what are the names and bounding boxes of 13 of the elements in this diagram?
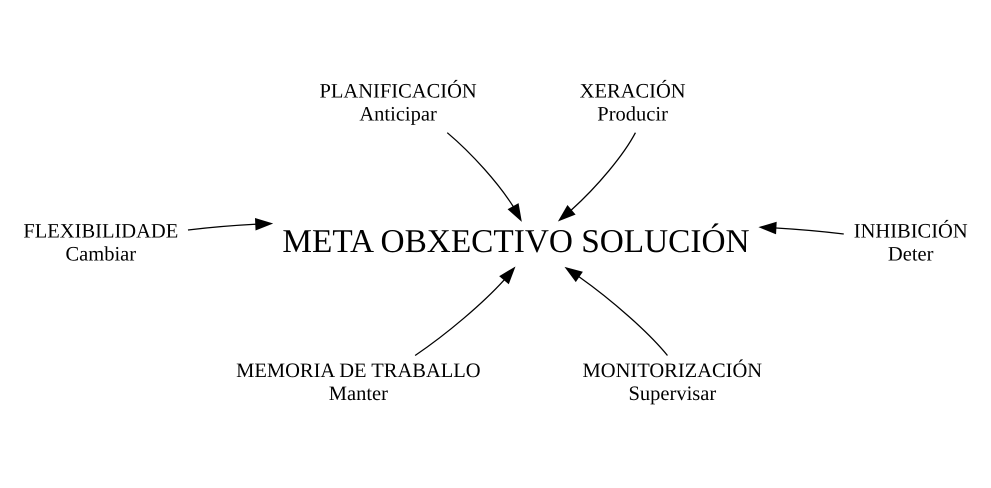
node-text: XERACIÓN Producir bbox=[580, 80, 686, 126]
node-text: FLEXIBILIDADE Cambiar bbox=[23, 220, 178, 266]
node-text: MONITORIZACIÓN Supervisar bbox=[582, 360, 762, 406]
arrow bbox=[558, 132, 636, 222]
node-text: META OBXECTIVO SOLUCIÓN bbox=[282, 223, 750, 260]
arrow bbox=[414, 266, 516, 356]
node-text: MEMORIA DE TRABALLO Manter bbox=[236, 360, 481, 406]
arrow bbox=[188, 218, 274, 231]
arrow bbox=[758, 222, 844, 235]
arrow bbox=[446, 132, 522, 222]
arrow bbox=[564, 266, 668, 356]
node-text: INHIBICIÓN Deter bbox=[854, 220, 968, 266]
node-text: PLANIFICACIÓN Anticipar bbox=[320, 80, 477, 126]
